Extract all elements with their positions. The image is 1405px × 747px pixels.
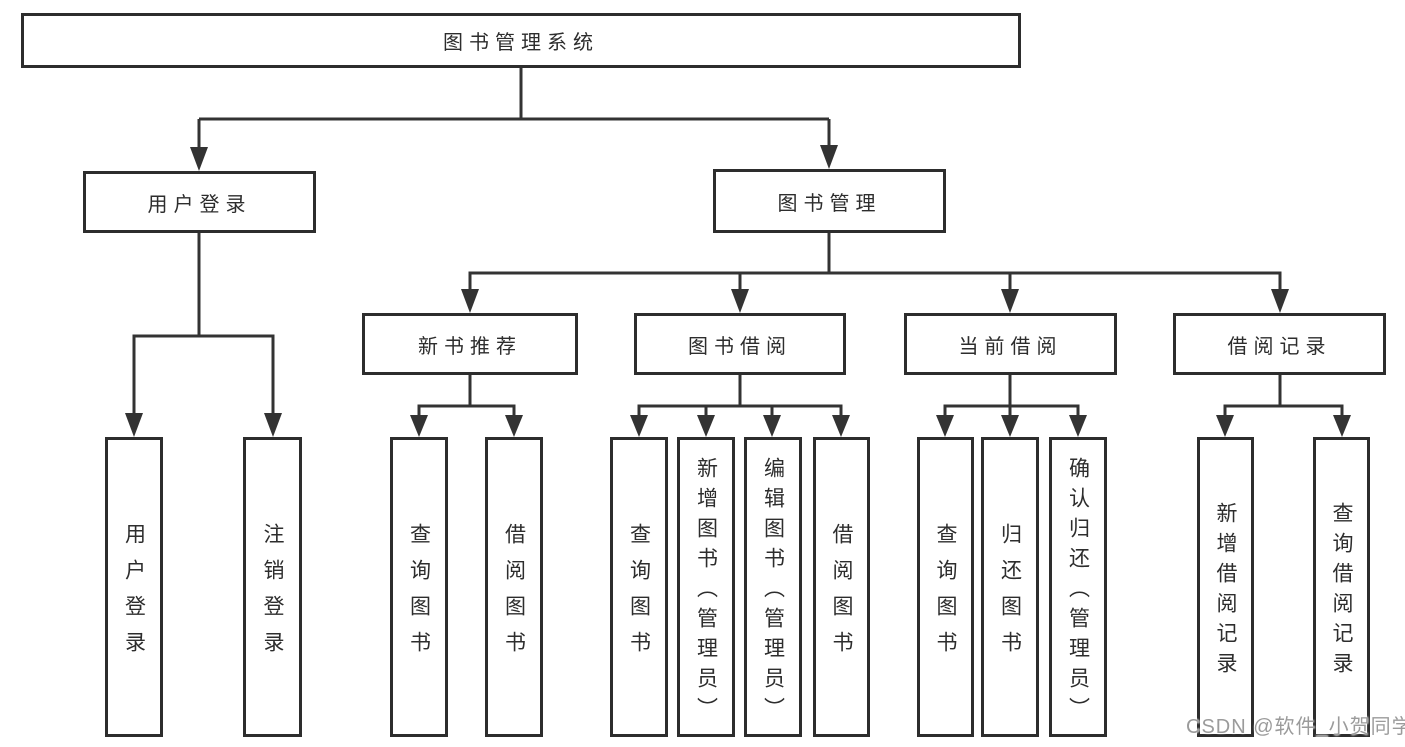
leaf-bb-add-books-admin-label: 新增图书（管理员） bbox=[694, 456, 718, 727]
leaf-cb-query-books: 查询图书 bbox=[917, 437, 974, 737]
leaf-bb-borrow-books: 借阅图书 bbox=[813, 437, 870, 737]
leaf-cb-query-books-label: 查询图书 bbox=[934, 522, 957, 667]
node-borrow-records: 借阅记录 bbox=[1173, 313, 1386, 375]
leaf-bb-add-books-admin: 新增图书（管理员） bbox=[677, 437, 735, 737]
leaf-cb-return-books-label: 归还图书 bbox=[998, 522, 1022, 667]
connector-lines bbox=[132, 66, 1344, 415]
node-user-login: 用户登录 bbox=[83, 171, 316, 233]
leaf-nbr-borrow-books-label: 借阅图书 bbox=[502, 522, 526, 667]
leaf-br-add-borrow-record: 新增借阅记录 bbox=[1197, 437, 1254, 737]
node-borrow-records-label: 借阅记录 bbox=[1227, 335, 1332, 358]
node-book-management-label: 图书管理 bbox=[777, 192, 882, 215]
node-book-borrow-label: 图书借阅 bbox=[688, 335, 792, 358]
leaf-user-login: 用户登录 bbox=[105, 437, 163, 737]
leaf-br-add-borrow-record-label: 新增借阅记录 bbox=[1214, 501, 1237, 682]
leaf-nbr-query-books: 查询图书 bbox=[390, 437, 448, 737]
leaf-bb-edit-books-admin-label: 编辑图书（管理员） bbox=[761, 456, 785, 727]
node-book-management: 图书管理 bbox=[713, 169, 946, 233]
csdn-watermark: CSDN @软件_小贺同学 bbox=[1186, 716, 1405, 738]
leaf-logout-login-label: 注销登录 bbox=[261, 522, 284, 667]
leaf-bb-borrow-books-label: 借阅图书 bbox=[830, 522, 853, 667]
arrowhead-icons bbox=[125, 145, 1351, 437]
leaf-cb-confirm-return-admin: 确认归还（管理员） bbox=[1049, 437, 1107, 737]
leaf-br-query-borrow-record: 查询借阅记录 bbox=[1313, 437, 1370, 737]
leaf-nbr-query-books-label: 查询图书 bbox=[407, 522, 431, 667]
node-current-borrow-label: 当前借阅 bbox=[958, 335, 1063, 358]
node-new-book-recommend-label: 新书推荐 bbox=[418, 335, 522, 358]
leaf-nbr-borrow-books: 借阅图书 bbox=[485, 437, 543, 737]
leaf-bb-query-books-label: 查询图书 bbox=[627, 522, 651, 667]
leaf-cb-return-books: 归还图书 bbox=[981, 437, 1039, 737]
leaf-br-query-borrow-record-label: 查询借阅记录 bbox=[1330, 501, 1353, 682]
leaf-cb-confirm-return-admin-label: 确认归还（管理员） bbox=[1066, 456, 1090, 727]
leaf-user-login-label: 用户登录 bbox=[122, 522, 146, 667]
leaf-bb-edit-books-admin: 编辑图书（管理员） bbox=[744, 437, 802, 737]
node-root: 图书管理系统 bbox=[21, 13, 1021, 68]
node-current-borrow: 当前借阅 bbox=[904, 313, 1117, 375]
node-book-borrow: 图书借阅 bbox=[634, 313, 846, 375]
node-user-login-label: 用户登录 bbox=[147, 193, 252, 216]
leaf-logout-login: 注销登录 bbox=[243, 437, 302, 737]
node-root-label: 图书管理系统 bbox=[443, 32, 599, 54]
leaf-bb-query-books: 查询图书 bbox=[610, 437, 668, 737]
node-new-book-recommend: 新书推荐 bbox=[362, 313, 578, 375]
